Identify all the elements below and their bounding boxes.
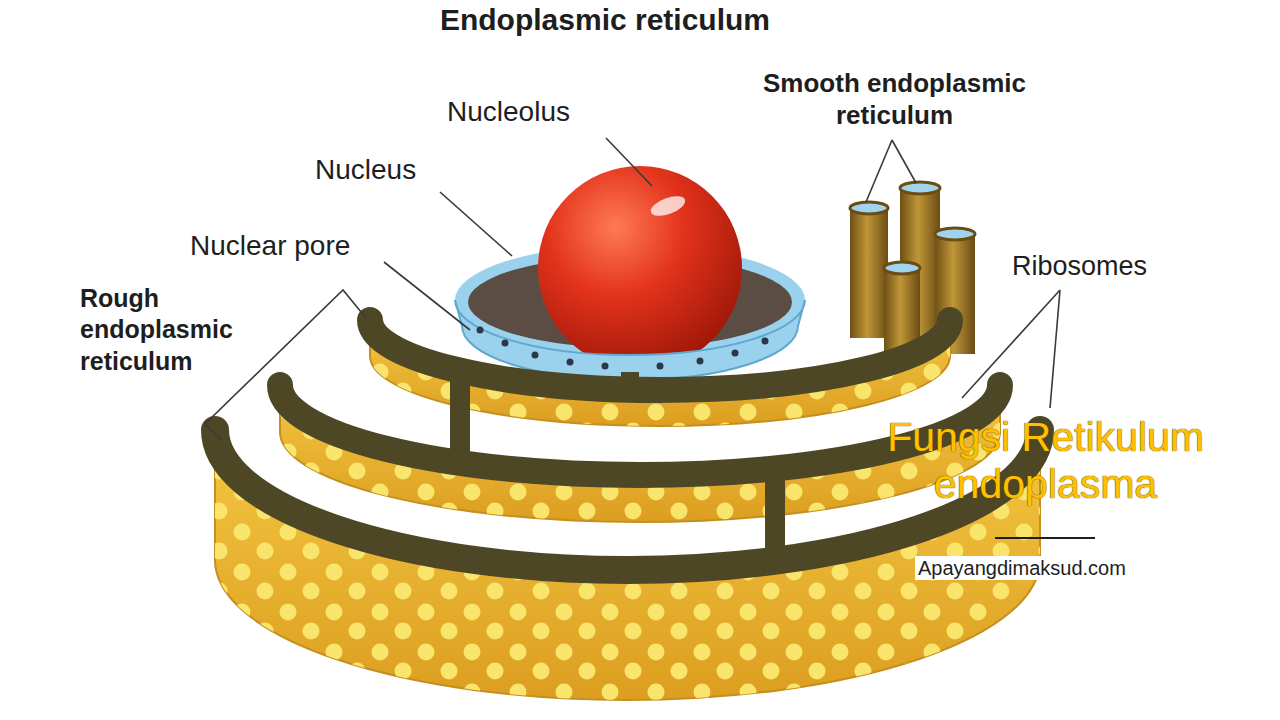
part-label: Nucleus bbox=[315, 153, 416, 187]
nucleus-shape bbox=[455, 166, 805, 380]
part-label: Nuclear pore bbox=[190, 229, 350, 263]
watermark: Fungsi Retikulum endoplasma bbox=[858, 414, 1233, 508]
diagram-title: Endoplasmic reticulum bbox=[300, 2, 910, 38]
rough-er bbox=[215, 320, 1040, 700]
part-label: Rough endoplasmic reticulum bbox=[80, 283, 295, 377]
part-label: Ribosomes bbox=[1012, 250, 1147, 282]
part-label: Nucleolus bbox=[447, 95, 570, 129]
part-label: Smooth endoplasmic reticulum bbox=[722, 68, 1067, 131]
watermark: Apayangdimaksud.com bbox=[915, 556, 1129, 580]
